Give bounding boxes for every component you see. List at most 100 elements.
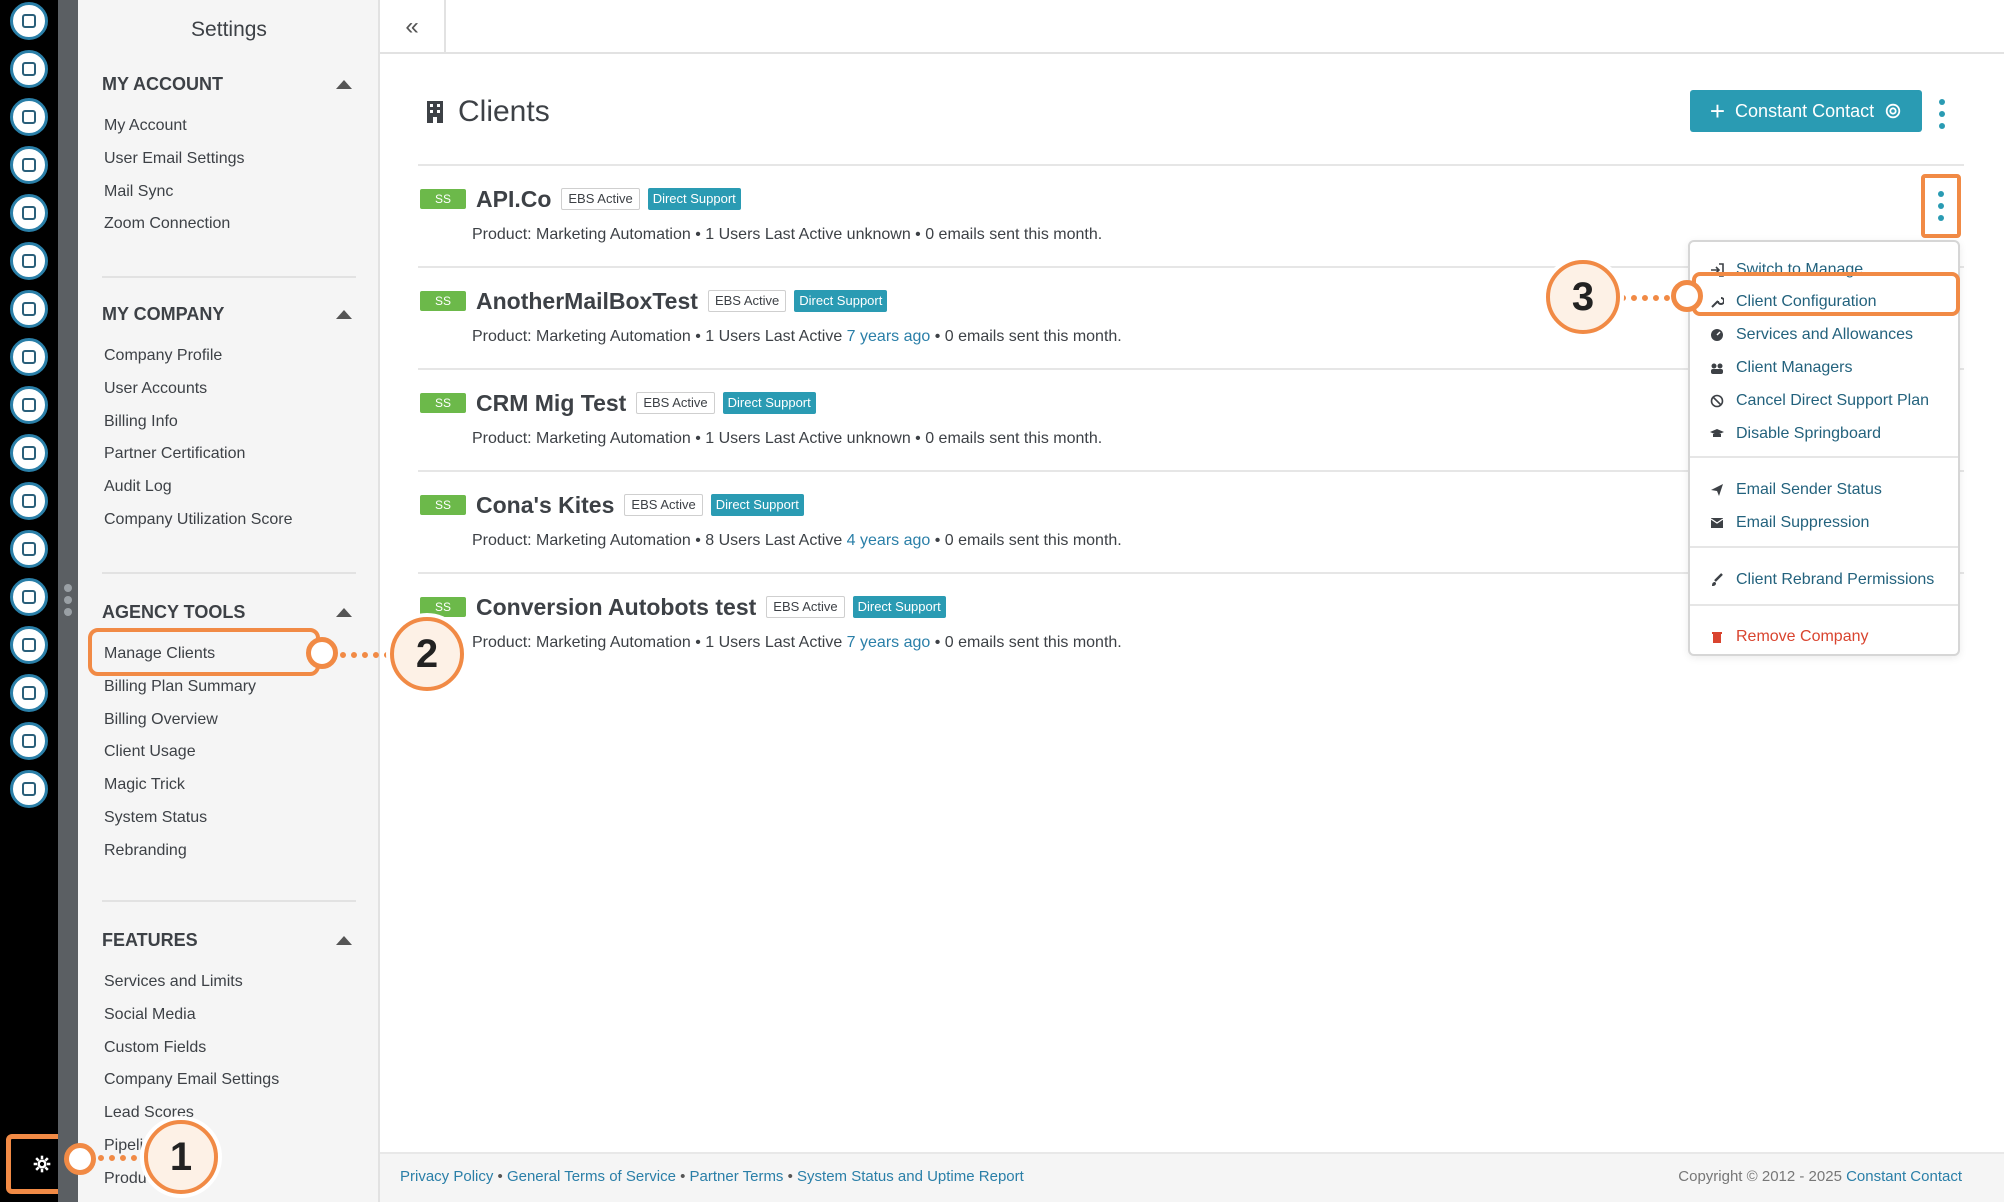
client-summary: Product: Marketing Automation • 1 Users … [472, 226, 1102, 244]
menu-item[interactable]: Client Rebrand Permissions [1710, 564, 1934, 596]
sidebar-item[interactable]: Custom Fields [104, 1038, 207, 1056]
support-badge: Direct Support [794, 290, 888, 312]
sidebar-item[interactable]: My Account [104, 117, 187, 134]
trash-icon [1712, 632, 1722, 643]
sidebar-item[interactable]: Partner Certification [104, 445, 246, 463]
kebab-dot [1939, 123, 1945, 129]
sidebar-item[interactable]: Company Utilization Score [104, 510, 293, 528]
sidebar-item[interactable]: Billing Info [104, 412, 178, 430]
headset-nav-button[interactable] [10, 626, 48, 664]
plug-nav-button[interactable] [10, 770, 48, 808]
client-name[interactable]: Cona's Kites [476, 491, 615, 518]
client-summary: Product: Marketing Automation • 1 Users … [472, 328, 1122, 346]
menu-item[interactable]: Remove Company [1710, 621, 1869, 653]
client-name[interactable]: Conversion Autobots test [476, 593, 757, 620]
calendar-icon [22, 494, 36, 508]
sidebar-item[interactable]: Social Media [104, 1005, 196, 1023]
callout-2: 2 [390, 617, 464, 691]
sidebar-item[interactable]: Mail Sync [104, 182, 174, 200]
client-name[interactable]: CRM Mig Test [476, 389, 627, 416]
sidebar-item[interactable]: Audit Log [104, 478, 172, 496]
header-divider [418, 164, 1964, 166]
megaphone-nav-button[interactable] [10, 290, 48, 328]
sidebar-item[interactable]: Billing Plan Summary [104, 677, 257, 695]
chat-nav-button[interactable] [10, 338, 48, 376]
sidebar-item[interactable]: Produ [104, 1169, 147, 1187]
sidebar-item[interactable]: User Accounts [104, 379, 208, 397]
sidebar-item[interactable]: System Status [104, 808, 208, 826]
sidebar-item[interactable]: Client Usage [104, 743, 196, 761]
sidebar-item[interactable]: Company Profile [104, 347, 223, 364]
handshake-nav-button[interactable] [10, 530, 48, 568]
menu-item[interactable]: Email Suppression [1710, 507, 1869, 539]
sidebar-item[interactable]: Company Email Settings [104, 1071, 280, 1089]
section-header[interactable]: FEATURES [102, 926, 356, 954]
image-nav-button[interactable] [10, 434, 48, 472]
clipboard-nav-button[interactable] [10, 98, 48, 136]
list-nav-button[interactable] [10, 242, 48, 280]
image-icon [22, 446, 36, 460]
footer-link[interactable]: Partner Terms [689, 1168, 784, 1185]
calendar-nav-button[interactable] [10, 482, 48, 520]
contacts-nav-button[interactable] [10, 2, 48, 40]
menu-item[interactable]: Client Configuration [1710, 286, 1877, 318]
section-title: MY ACCOUNT [102, 73, 223, 94]
sidebar-item[interactable]: Zoom Connection [104, 215, 231, 233]
constant-contact-button[interactable]: + Constant Contact [1690, 90, 1922, 132]
client-product: Product: Marketing Automation • 8 Users … [472, 532, 847, 549]
menu-item[interactable]: Services and Allowances [1710, 319, 1913, 351]
client-row-options-button[interactable] [1921, 174, 1961, 238]
status-badge: EBS Active [624, 494, 703, 516]
callout-3-connector [1620, 295, 1692, 301]
section-divider [102, 572, 356, 574]
menu-item-label: Remove Company [1736, 628, 1869, 645]
sidebar-item[interactable]: User Email Settings [104, 149, 245, 167]
sidebar-item[interactable]: Pipeli [104, 1136, 144, 1154]
ban-icon [1710, 394, 1724, 408]
branch-nav-button[interactable] [10, 194, 48, 232]
sidebar-item[interactable]: Lead Scores [104, 1104, 194, 1122]
emails-sent: • 0 emails sent this month. [930, 634, 1122, 651]
envelope-icon [1710, 518, 1724, 528]
handle-dot [64, 608, 72, 616]
client-name[interactable]: AnotherMailBoxTest [476, 287, 698, 314]
collapse-sidebar-button[interactable]: « [380, 0, 446, 54]
kebab-dot [1938, 215, 1944, 221]
section-title: FEATURES [102, 929, 198, 950]
menu-item[interactable]: Cancel Direct Support Plan [1710, 385, 1929, 417]
user-star-nav-button[interactable] [10, 674, 48, 712]
sidebar-item[interactable]: Services and Limits [104, 973, 243, 990]
client-name[interactable]: API.Co [476, 185, 552, 212]
bar-chart-nav-button[interactable] [10, 722, 48, 760]
footer-link[interactable]: Privacy Policy [400, 1168, 494, 1185]
sidebar-item[interactable]: Rebranding [104, 841, 187, 859]
thumbs-up-nav-button[interactable] [10, 386, 48, 424]
footer-link[interactable]: General Terms of Service [506, 1168, 676, 1185]
menu-item-label: Client Configuration [1736, 293, 1877, 310]
menu-item[interactable]: Email Sender Status [1710, 474, 1882, 506]
graduation-cap-icon [1710, 429, 1724, 437]
menu-item[interactable]: Client Managers [1710, 352, 1853, 384]
plan-badge: SS [420, 393, 466, 413]
section-header[interactable]: MY COMPANY [102, 300, 356, 328]
chart-line-nav-button[interactable] [10, 578, 48, 616]
client-summary: Product: Marketing Automation • 1 Users … [472, 430, 1102, 448]
section-header[interactable]: AGENCY TOOLS [102, 598, 356, 626]
footer-link[interactable]: System Status and Uptime Report [797, 1168, 1024, 1185]
page-more-options-button[interactable] [1932, 96, 1952, 132]
inbox-nav-button[interactable] [10, 50, 48, 88]
map-nav-button[interactable] [10, 146, 48, 184]
section-header[interactable]: MY ACCOUNT [102, 70, 356, 98]
copyright-brand-link[interactable]: Constant Contact [1846, 1168, 1962, 1185]
sidebar-item[interactable]: Manage Clients [104, 645, 216, 662]
section-divider [102, 276, 356, 278]
sidebar-resize-handle[interactable] [58, 0, 78, 1202]
sidebar-item[interactable]: Magic Trick [104, 776, 185, 794]
callout-3-ring [1671, 280, 1703, 312]
sidebar-item[interactable]: Billing Overview [104, 710, 218, 728]
icon-rail [0, 0, 78, 1202]
building-icon [427, 101, 443, 123]
menu-item[interactable]: Disable Springboard [1710, 418, 1881, 450]
